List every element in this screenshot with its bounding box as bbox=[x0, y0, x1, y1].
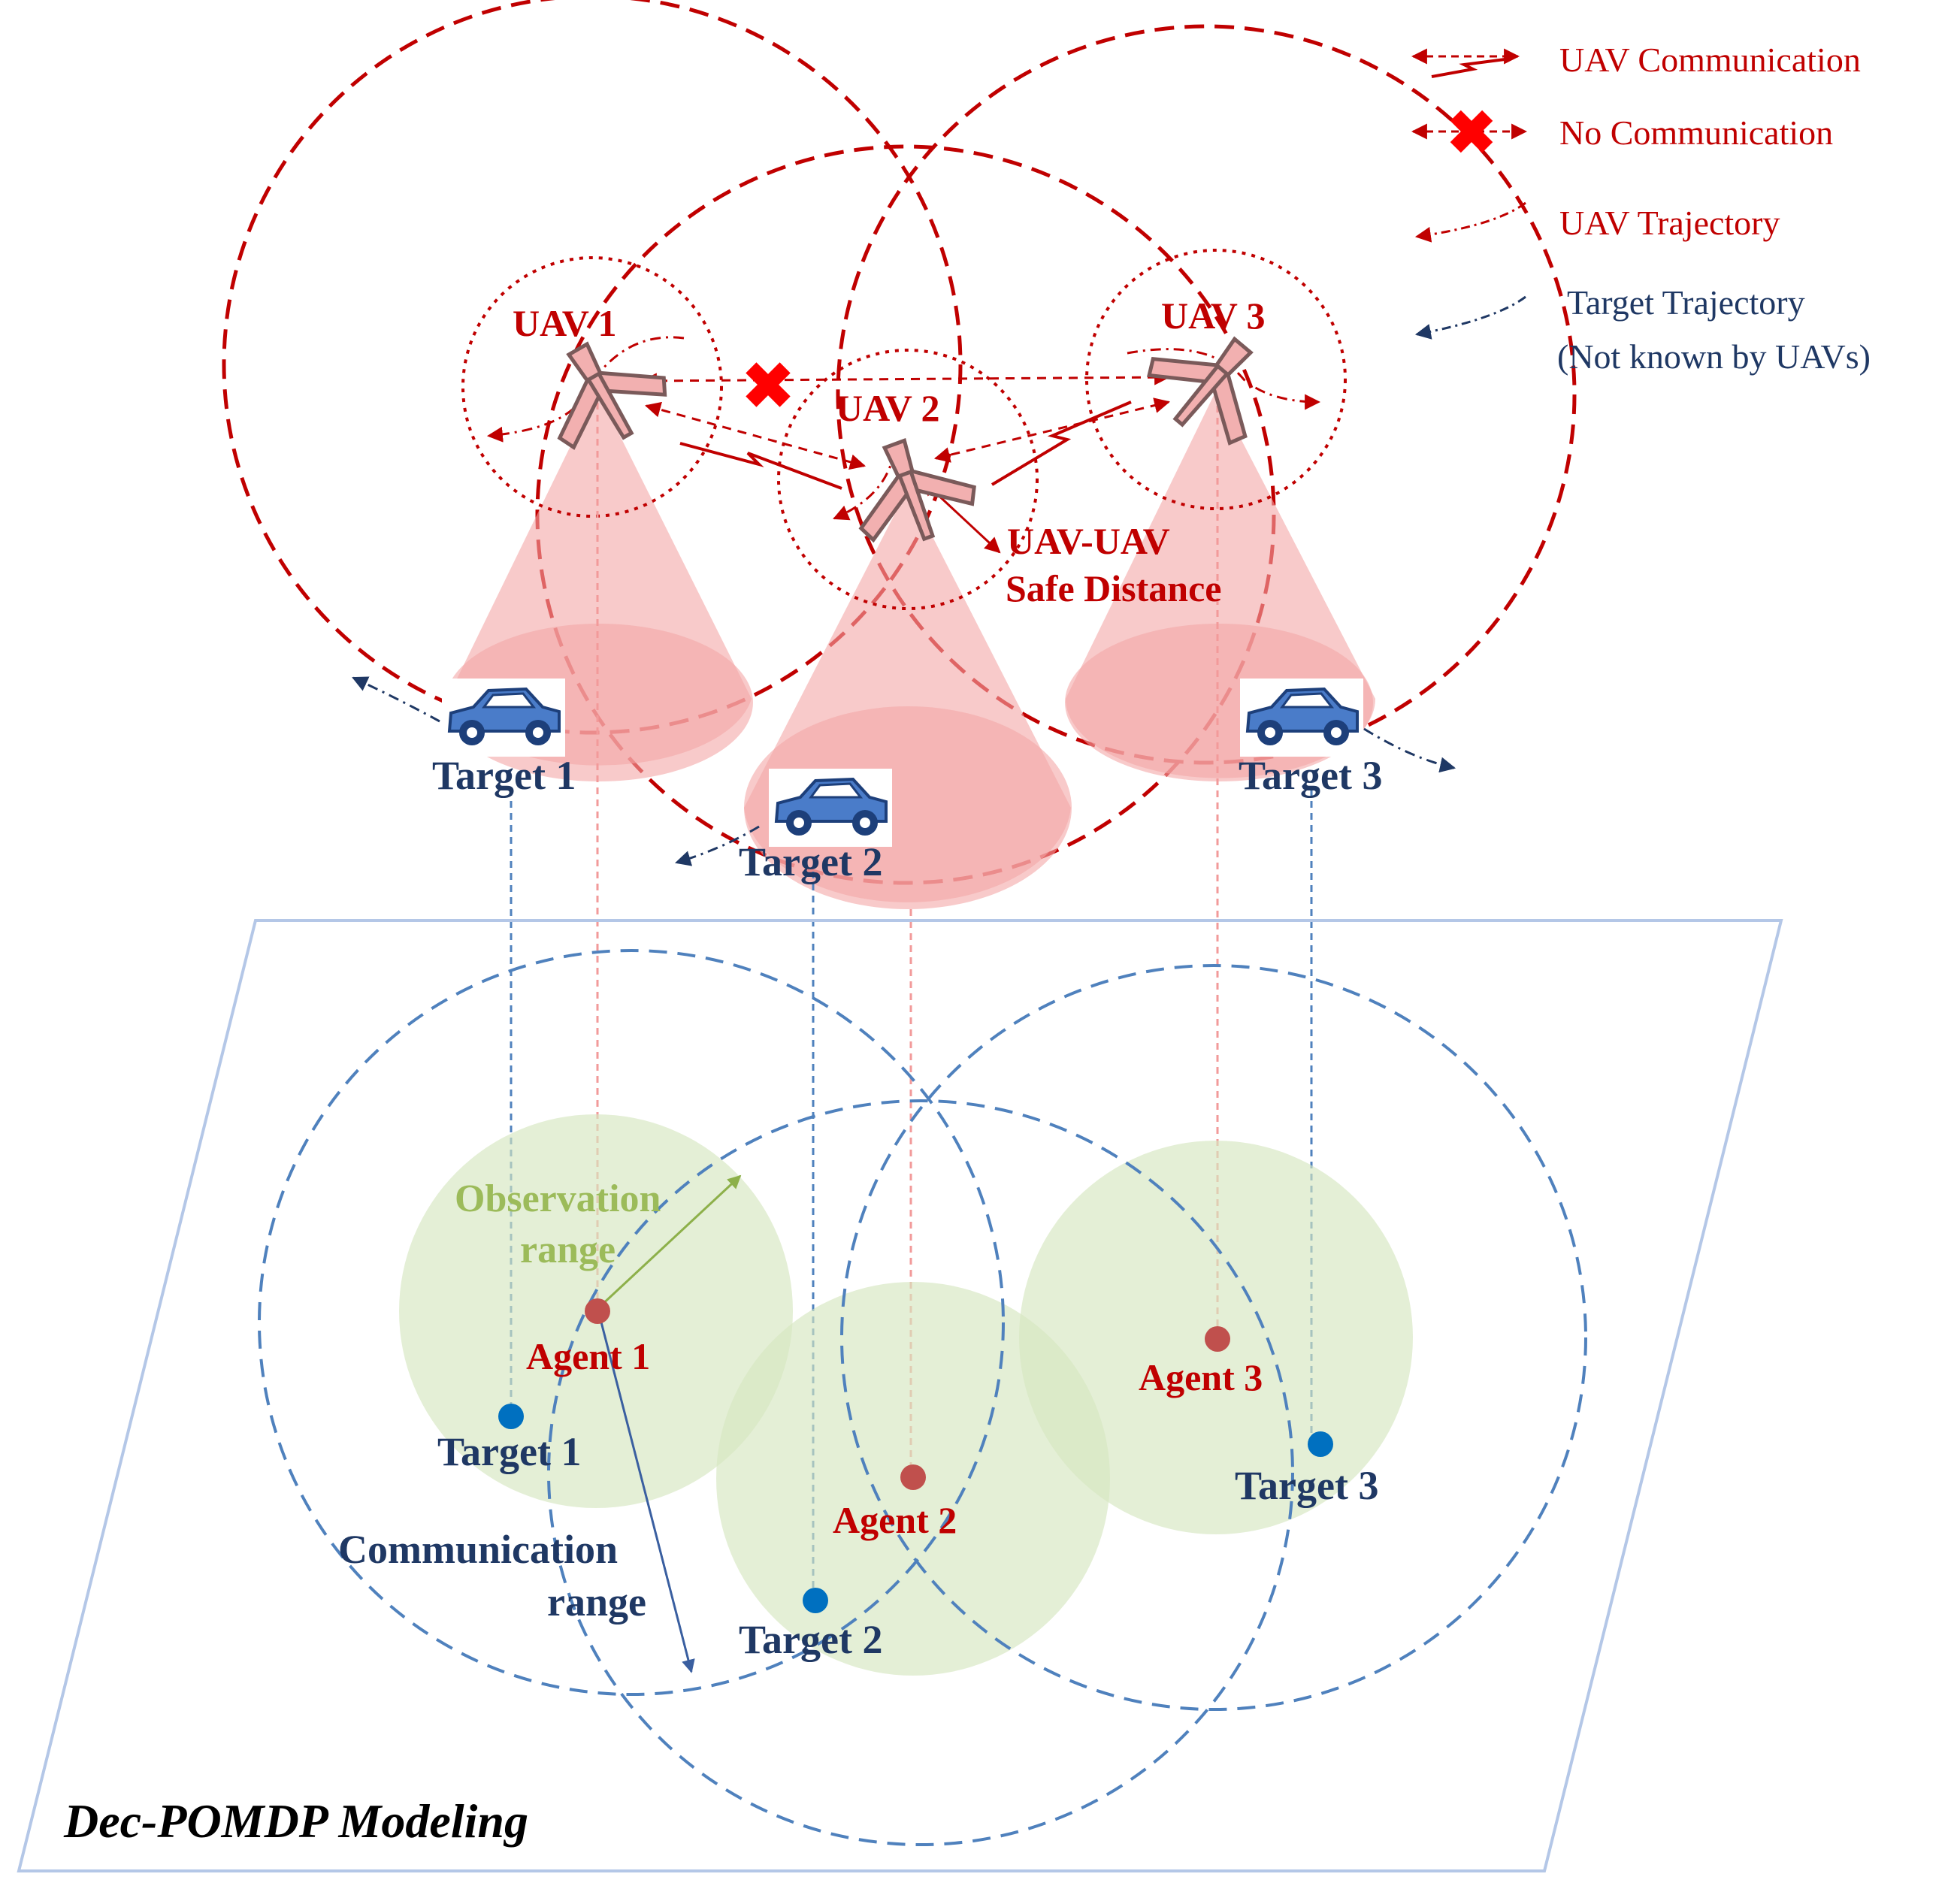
svg-text:No Communication: No Communication bbox=[1559, 113, 1833, 152]
model-title: Dec-POMDP Modeling bbox=[63, 1794, 528, 1848]
svg-text:UAV Trajectory: UAV Trajectory bbox=[1559, 204, 1780, 242]
uav3-trajectory bbox=[1127, 348, 1321, 410]
communication-range-arrow bbox=[597, 1313, 695, 1673]
target2-trajectory bbox=[674, 825, 760, 866]
target1-model-label: Target 1 bbox=[437, 1429, 581, 1474]
target-points bbox=[498, 1404, 1333, 1613]
target2-point bbox=[803, 1588, 828, 1613]
agent1-label: Agent 1 bbox=[526, 1335, 650, 1377]
legend-target-trajectory: Target Trajectory (Not known by UAVs) bbox=[1414, 283, 1871, 376]
uav3-safe-circle bbox=[1085, 249, 1347, 510]
agent2-label: Agent 2 bbox=[833, 1499, 957, 1541]
uav3-label: UAV 3 bbox=[1161, 295, 1265, 337]
uav2-safe-circle bbox=[777, 349, 1039, 610]
target-trajectories bbox=[352, 676, 1456, 866]
agent3-label: Agent 3 bbox=[1139, 1356, 1263, 1398]
observation-range-label-line2: range bbox=[520, 1229, 616, 1271]
target3-top-label: Target 3 bbox=[1239, 753, 1382, 798]
target1-point bbox=[498, 1404, 524, 1429]
agent3-communication-range bbox=[840, 964, 1587, 1711]
target3-model-label: Target 3 bbox=[1235, 1463, 1378, 1508]
target3-car-icon bbox=[1239, 677, 1365, 758]
agent3-point bbox=[1205, 1326, 1230, 1352]
target1-car-icon bbox=[440, 677, 567, 758]
uav1-label: UAV 1 bbox=[513, 302, 616, 344]
target2-car-icon bbox=[767, 767, 894, 848]
link-uav1-uav2-dashed bbox=[644, 401, 867, 470]
observation-range-arrow bbox=[597, 1174, 742, 1309]
target3-point bbox=[1308, 1431, 1333, 1457]
safe-distance-label-line1: UAV-UAV bbox=[1007, 520, 1170, 562]
agent2-communication-range bbox=[547, 1099, 1294, 1846]
legend-uav-trajectory: UAV Trajectory bbox=[1414, 201, 1780, 243]
uav-communication-links bbox=[640, 369, 1171, 490]
safe-distance-label-line2: Safe Distance bbox=[1006, 567, 1221, 609]
uav2-cone-base bbox=[744, 706, 1072, 909]
target1-trajectory bbox=[352, 676, 440, 723]
communication-range-label-line1: Communication bbox=[338, 1527, 618, 1572]
target2-top-label: Target 2 bbox=[739, 839, 882, 884]
svg-text:Target Trajectory: Target Trajectory bbox=[1567, 283, 1805, 322]
agent1-point bbox=[585, 1298, 610, 1324]
target3-trajectory bbox=[1363, 727, 1456, 773]
communication-ranges bbox=[258, 949, 1587, 1846]
link-uav2-uav3-zigzag bbox=[991, 400, 1132, 486]
legend: UAV Communication No Communication UAV T… bbox=[1411, 41, 1871, 376]
svg-text:(Not known by UAVs): (Not known by UAVs) bbox=[1557, 337, 1871, 376]
target2-model-label: Target 2 bbox=[739, 1617, 882, 1662]
agent-points bbox=[585, 1298, 1230, 1490]
no-communication-cross bbox=[746, 362, 791, 407]
target1-top-label: Target 1 bbox=[432, 753, 576, 798]
agent2-point bbox=[900, 1464, 926, 1490]
legend-uav-communication: UAV Communication bbox=[1411, 41, 1861, 79]
agent1-communication-range bbox=[258, 949, 1005, 1696]
uav2-label: UAV 2 bbox=[836, 387, 939, 429]
observation-range-label-line1: Observation bbox=[455, 1177, 661, 1220]
legend-no-communication: No Communication bbox=[1411, 110, 1833, 153]
link-uav1-uav2-zigzag bbox=[679, 442, 842, 490]
legend-cross-icon bbox=[1450, 110, 1493, 153]
svg-text:UAV Communication: UAV Communication bbox=[1559, 41, 1861, 79]
link-uav1-uav3-blocked bbox=[640, 369, 1171, 389]
communication-range-label-line2: range bbox=[547, 1579, 646, 1625]
model-plane bbox=[17, 919, 1783, 1872]
link-uav2-uav3-dashed bbox=[933, 397, 1171, 463]
